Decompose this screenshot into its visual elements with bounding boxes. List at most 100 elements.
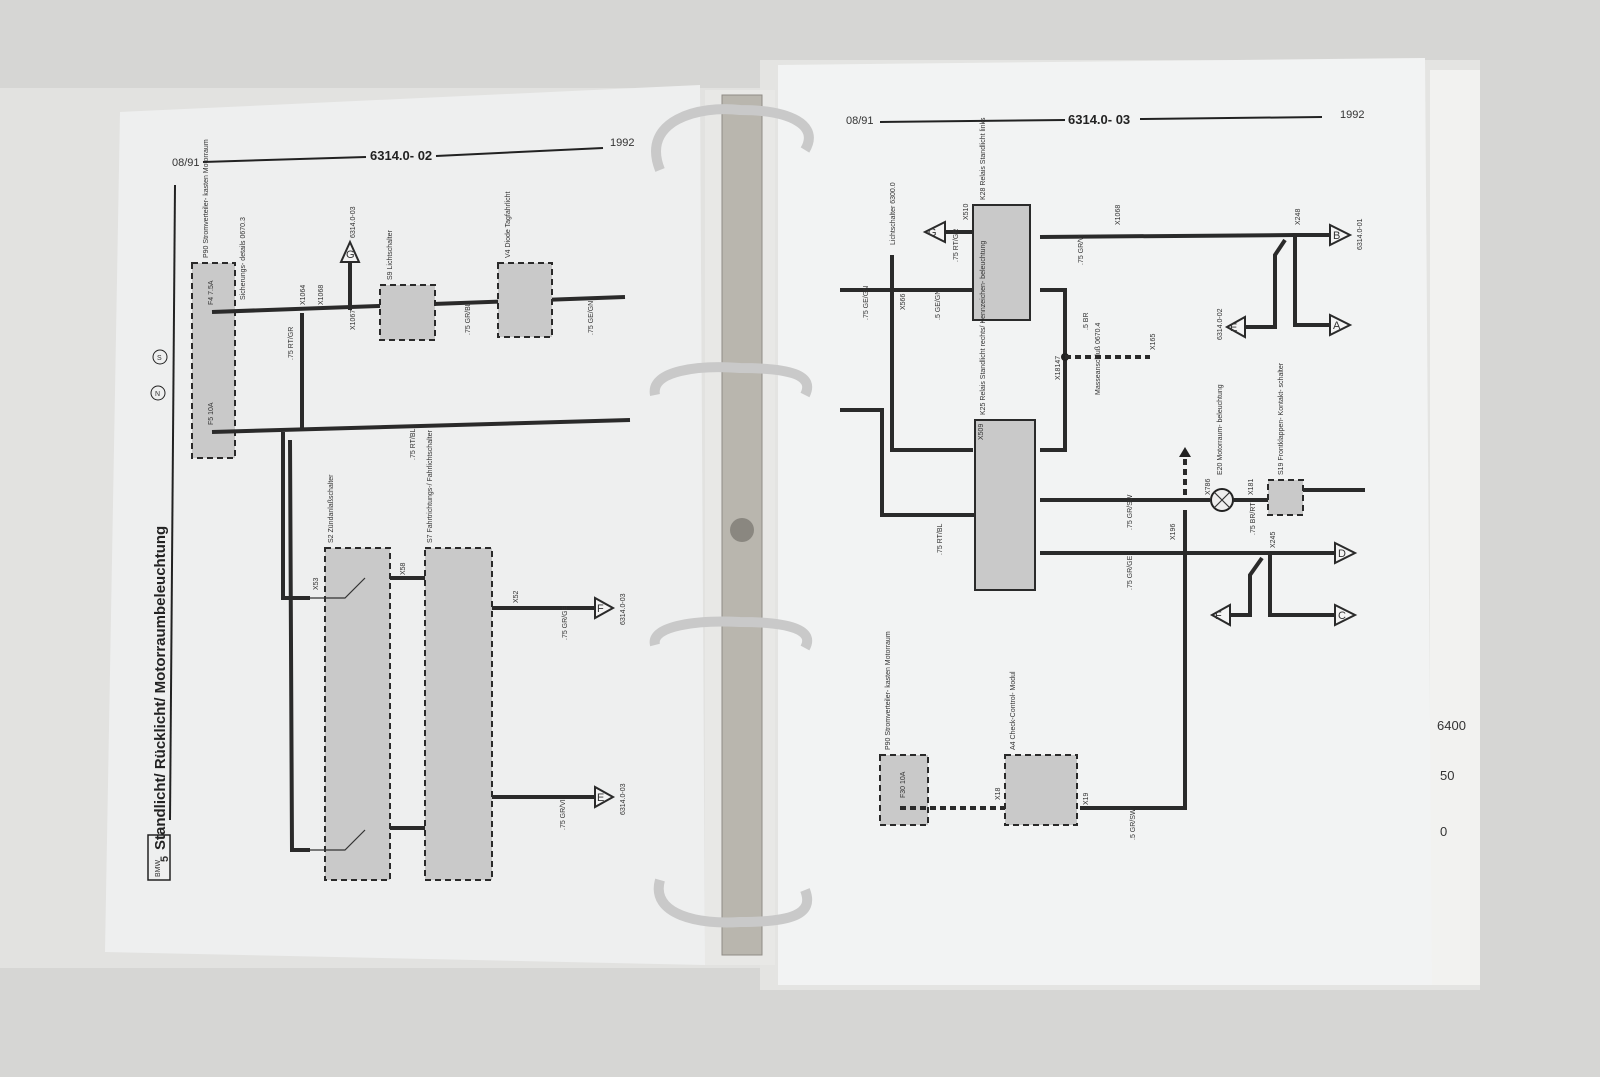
diagram-label: Lichtschalter 6300.0 <box>890 182 897 245</box>
diagram-label: X566 <box>900 294 907 310</box>
diagram-label: S2 Zündanlaßschalter <box>328 474 335 543</box>
ring-3 <box>649 616 812 651</box>
ref-f <box>594 596 616 620</box>
page-title: Standlicht/ Rücklicht/ Motorraumbeleucht… <box>152 526 169 850</box>
diagram-label: .75 GR/SW <box>1127 494 1134 530</box>
diagram-mark <box>1293 235 1330 327</box>
diagram-label: .75 GE/GN <box>863 286 870 320</box>
diagram-label: .75 GR/GE <box>562 605 569 640</box>
diagram-mark <box>1245 238 1287 329</box>
s19-hood-switch <box>1267 479 1304 516</box>
index-tabs <box>1430 70 1480 985</box>
diagram-label: V4 Diode Tagfahrlicht <box>505 192 512 258</box>
ref-c <box>1334 603 1358 627</box>
diagram-mark <box>1268 553 1335 617</box>
diagram-label: .75 RT/GR <box>288 327 295 360</box>
diagram-mark <box>310 829 366 851</box>
ring-1 <box>651 104 814 172</box>
ref-d <box>1334 541 1358 565</box>
diagram-mark <box>281 432 310 600</box>
diagram-label: X53 <box>313 577 320 590</box>
diagram-label: X248 <box>1295 209 1302 225</box>
diagram-label: .5 GE/GN <box>935 290 942 320</box>
diagram-mark <box>202 156 367 163</box>
diagram-label: A <box>1333 320 1341 332</box>
diagram-mark <box>1230 556 1264 617</box>
diagram-label: X1067 <box>350 310 357 330</box>
diagram-label: X19 <box>1083 792 1090 805</box>
ref-e-right <box>1224 315 1246 339</box>
left-date: 08/91 <box>172 157 200 169</box>
diagram-label: .75 GR/VI <box>560 799 567 830</box>
diagram-label: X1068 <box>1115 205 1122 225</box>
diagram-label: .5 BR <box>1083 312 1090 330</box>
diagram-label: F30 10A <box>900 771 907 798</box>
diagram-label: .5 GR/SW <box>1130 808 1137 840</box>
diagram-label: X196 <box>1170 524 1177 540</box>
diagram-label: X510 <box>963 204 970 220</box>
diagram-label: .75 BR/RT <box>1250 502 1257 535</box>
diagram-label: 6314.0-02 <box>1217 308 1224 340</box>
diagram-label: .75 GE/GN <box>588 301 595 335</box>
diagram-mark <box>1080 510 1187 810</box>
right-page-code: 6314.0- 03 <box>1068 112 1130 127</box>
diagram-label: P90 Stromverteiler- kasten Motorraum <box>885 631 892 750</box>
diagram-label: .75 RT/BL <box>937 524 944 555</box>
diagram-mark <box>1139 116 1323 120</box>
right-page <box>778 58 1432 985</box>
diagram-label: X165 <box>1150 334 1157 350</box>
right-year: 1992 <box>1340 109 1364 121</box>
ring-4 <box>653 878 813 928</box>
diagram-label: G <box>928 227 937 239</box>
s2-ignition-switch <box>324 547 391 881</box>
ref-a <box>1329 313 1353 337</box>
ref-g-right <box>922 220 946 244</box>
diagram-label: E <box>1230 322 1237 334</box>
index-tab-50: 50 <box>1440 768 1454 783</box>
diagram-label: K28 Relais Standlicht links <box>980 117 987 200</box>
k28-relay <box>972 204 1031 321</box>
left-year: 1992 <box>610 137 634 149</box>
diagram-label: 6314.0-03 <box>350 206 357 238</box>
brand-label: BMW <box>155 860 162 878</box>
diagram-mark <box>1213 491 1231 509</box>
ref-b <box>1329 223 1353 247</box>
s9-light-switch <box>379 284 436 341</box>
diagram-label: P90 Stromverteiler- kasten Motorraum <box>203 139 210 258</box>
diagram-label: E20 Motorraum- beleuchtung <box>1217 384 1224 475</box>
ring-mechanism <box>721 94 763 956</box>
p90-fusebox <box>191 262 236 459</box>
variant-n: N <box>155 391 160 398</box>
diagram-label: D <box>1338 548 1346 560</box>
diagram-label: G <box>346 249 355 261</box>
diagram-mark <box>150 385 166 401</box>
diagram-mark <box>310 577 366 599</box>
diagram-label: C <box>1338 610 1346 622</box>
diagram-label: B <box>1333 230 1340 242</box>
left-page <box>105 85 705 965</box>
diagram-label: .75 GR/VI <box>1078 234 1085 265</box>
left-page-code: 6314.0- 02 <box>370 148 432 163</box>
diagram-mark <box>288 439 310 852</box>
diagram-mark <box>169 184 176 821</box>
ref-e <box>594 785 616 809</box>
diagram-label: X18 <box>995 787 1002 800</box>
diagram-mark <box>879 119 1066 123</box>
diagram-label: X52 <box>513 590 520 603</box>
diagram-label: F <box>597 603 604 615</box>
rivet <box>730 518 754 542</box>
diagram-label: X1068 <box>318 285 325 305</box>
diagram-label: .75 RT/BL <box>410 429 417 460</box>
diagram-label: S7 Fahrtrichtungs-/ Fahrlichtschalter <box>427 430 434 543</box>
diagram-label: Sicherungs- details 0670.3 <box>240 217 247 300</box>
a4-check-control <box>1004 754 1078 826</box>
diagram-label: X245 <box>1270 532 1277 548</box>
binder-rings <box>649 104 814 928</box>
diagram-mark <box>890 255 973 452</box>
series-label: 5 <box>159 856 171 862</box>
diagram-label: F5 10A <box>208 402 215 425</box>
diagram-label: 6314.0-03 <box>620 783 627 815</box>
diagram-label: X509 <box>978 424 985 440</box>
diagram-label: A4 Check-Control- Modul <box>1010 671 1017 750</box>
